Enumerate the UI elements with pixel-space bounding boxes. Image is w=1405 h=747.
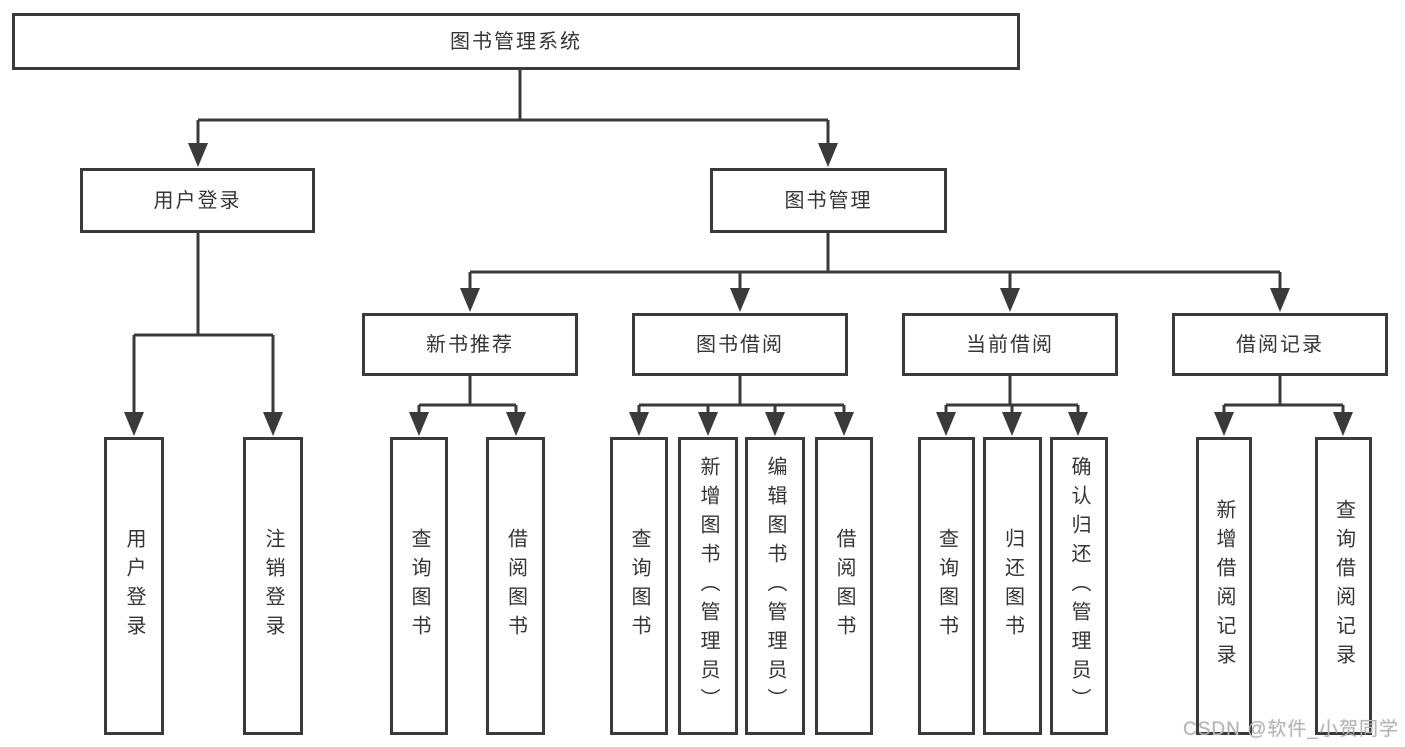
- leaf-add-books-admin: 新增图书（管理员）: [678, 437, 738, 735]
- leaf-edit-books-admin: 编辑图书（管理员）: [745, 437, 805, 735]
- node-current-borrowing: 当前借阅: [902, 313, 1118, 376]
- leaf-confirm-return-admin: 确认归还（管理员）: [1050, 437, 1108, 735]
- leaf-query-books-borrowing: 查询图书: [610, 437, 668, 735]
- csdn-watermark: CSDN @软件_小贺同学: [1183, 719, 1399, 740]
- connector-currentborrow-to-leaves: [936, 376, 1088, 436]
- leaf-borrow-books-recommend: 借阅图书: [486, 437, 545, 735]
- node-new-book-recommend: 新书推荐: [362, 313, 578, 376]
- connector-newbook-to-leaves: [409, 376, 526, 436]
- connector-records-to-leaves: [1214, 376, 1353, 436]
- connector-userlogin-to-leaves: [124, 233, 283, 436]
- leaf-query-books-recommend: 查询图书: [390, 437, 448, 735]
- node-library-management-system: 图书管理系统: [12, 13, 1020, 70]
- leaf-add-borrow-record: 新增借阅记录: [1196, 437, 1252, 735]
- connector-bookmgmt-to-level3: [460, 233, 1290, 312]
- node-borrowing-records: 借阅记录: [1172, 313, 1388, 376]
- node-book-management: 图书管理: [710, 168, 947, 233]
- leaf-user-login: 用户登录: [104, 437, 164, 735]
- connector-root-to-level2: [188, 69, 838, 167]
- leaf-query-borrow-record: 查询借阅记录: [1315, 437, 1372, 735]
- node-book-borrowing: 图书借阅: [632, 313, 848, 376]
- node-user-login: 用户登录: [80, 168, 315, 233]
- leaf-query-books-current: 查询图书: [918, 437, 975, 735]
- connector-bookborrow-to-leaves: [629, 376, 854, 436]
- leaf-logout: 注销登录: [243, 437, 303, 735]
- leaf-borrow-books: 借阅图书: [815, 437, 873, 735]
- leaf-return-books: 归还图书: [983, 437, 1042, 735]
